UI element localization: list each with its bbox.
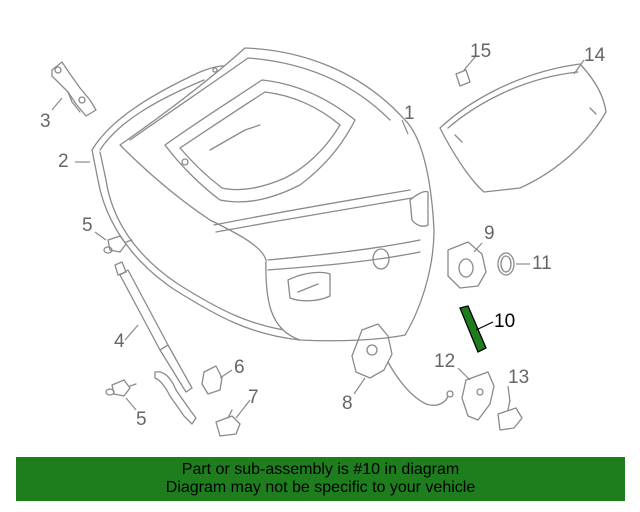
- part-12-actuator[interactable]: [461, 371, 495, 421]
- part-6-bumper[interactable]: [201, 365, 223, 395]
- callout-6: 6: [234, 357, 245, 378]
- callout-11: 11: [532, 253, 552, 274]
- callout-15: 15: [470, 41, 492, 62]
- leader-lines: [51, 55, 585, 419]
- part-5-ball-stud-upper[interactable]: [103, 235, 133, 254]
- callout-10: 10: [494, 311, 516, 332]
- info-banner: Part or sub-assembly is #10 in diagram D…: [16, 457, 625, 501]
- part-4-gas-strut[interactable]: [114, 261, 193, 393]
- part-9-housing[interactable]: [447, 241, 487, 289]
- callout-4: 4: [114, 331, 125, 352]
- callout-3: 3: [40, 111, 51, 132]
- callout-5-lower: 5: [136, 409, 147, 430]
- part-11-o-ring[interactable]: [497, 252, 515, 276]
- part-7-clip[interactable]: [215, 409, 241, 437]
- callout-8: 8: [342, 393, 353, 414]
- part-10-rod-highlighted[interactable]: [459, 305, 487, 353]
- part-5-ball-stud-lower[interactable]: [105, 379, 137, 397]
- part-3-hinge[interactable]: [51, 61, 97, 117]
- callout-14: 14: [584, 45, 606, 66]
- callout-12: 12: [434, 351, 456, 372]
- part-1-liftgate[interactable]: [119, 47, 435, 342]
- part-8-latch[interactable]: [351, 323, 454, 406]
- callout-13: 13: [508, 367, 530, 388]
- callout-7: 7: [248, 387, 259, 408]
- banner-line-1: Part or sub-assembly is #10 in diagram: [181, 461, 460, 478]
- banner-line-2: Diagram may not be specific to your vehi…: [165, 479, 476, 496]
- callout-1: 1: [404, 103, 415, 124]
- part-strut-bracket: [154, 371, 197, 425]
- part-15-grommet[interactable]: [455, 69, 471, 87]
- callout-5-upper: 5: [82, 215, 93, 236]
- part-13-bracket[interactable]: [497, 399, 523, 431]
- part-14-rear-glass[interactable]: [439, 63, 607, 193]
- callout-2: 2: [58, 151, 69, 172]
- callout-9: 9: [484, 223, 495, 244]
